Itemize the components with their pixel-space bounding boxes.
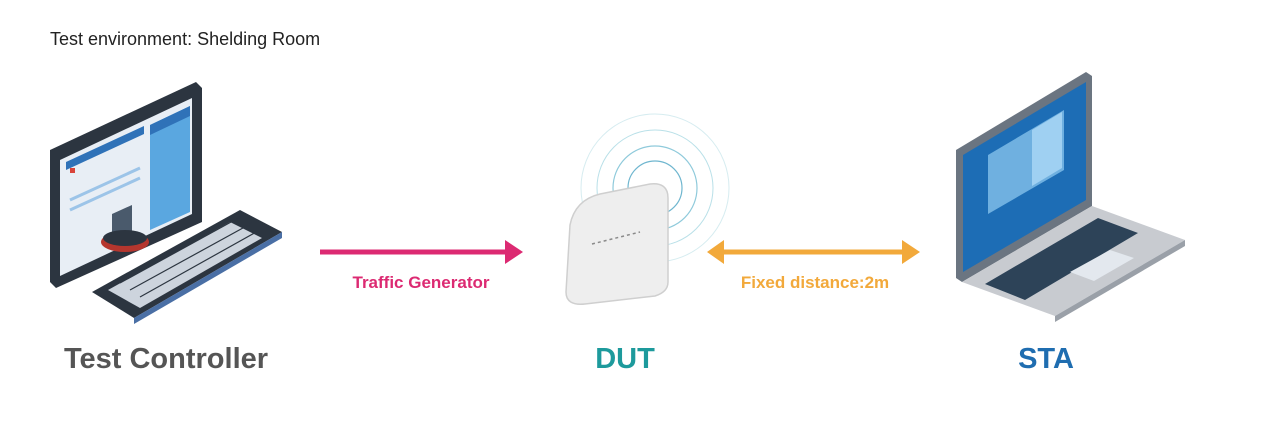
laptop-icon (956, 72, 1185, 322)
traffic-generator-label: Traffic Generator (352, 273, 490, 292)
fixed-distance-label: Fixed distance:2m (740, 273, 890, 292)
test-controller-label: Test Controller (63, 343, 269, 375)
sta-label: STA (1018, 343, 1074, 375)
traffic-arrow (320, 240, 523, 264)
desktop-computer-icon (50, 82, 282, 324)
distance-arrow (707, 240, 920, 264)
dut-label: DUT (595, 343, 655, 375)
caption: Test environment: Shelding Room (50, 29, 321, 49)
router-icon (565, 113, 730, 305)
